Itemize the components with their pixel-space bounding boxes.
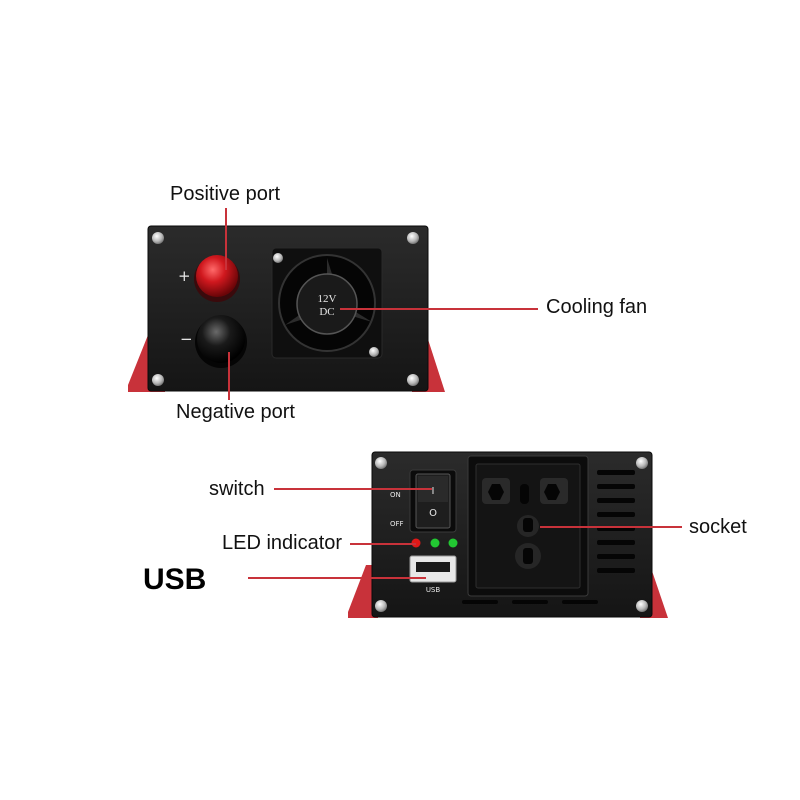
screw xyxy=(152,232,164,244)
led-indicator-label: LED indicator xyxy=(222,532,343,554)
led-green xyxy=(448,538,458,548)
switch-off-mark: OFF xyxy=(390,520,404,528)
socket-label: socket xyxy=(689,516,747,538)
screw xyxy=(152,374,164,386)
leader-fan xyxy=(340,308,538,310)
switch-on-mark: ON xyxy=(390,491,401,499)
leader-socket xyxy=(540,526,682,528)
fan-current-mark: DC xyxy=(319,306,334,318)
usb-port-mark: USB xyxy=(426,586,441,594)
cooling-fan-label: Cooling fan xyxy=(546,296,648,318)
plus-mark: + xyxy=(178,267,191,285)
positive-port-label: Positive port xyxy=(170,183,281,205)
dc-panel xyxy=(128,225,445,392)
led-red xyxy=(411,538,421,548)
leader-led xyxy=(350,543,416,545)
negative-terminal xyxy=(197,315,245,363)
leader-positive xyxy=(225,208,227,270)
positive-terminal xyxy=(196,255,238,297)
screw xyxy=(407,374,419,386)
negative-port-label: Negative port xyxy=(176,401,295,423)
screw xyxy=(407,232,419,244)
led-green xyxy=(430,538,440,548)
leader-switch xyxy=(274,488,432,490)
leader-negative xyxy=(228,352,230,400)
ac-panel xyxy=(348,451,668,618)
fan-voltage-mark: 12V xyxy=(318,293,337,305)
leader-usb xyxy=(248,577,426,579)
switch-o-mark: O xyxy=(429,508,437,519)
usb-label: USB xyxy=(143,563,207,596)
minus-mark: − xyxy=(180,330,193,348)
switch-label: switch xyxy=(209,478,265,500)
switch-i-mark: I xyxy=(432,486,435,497)
